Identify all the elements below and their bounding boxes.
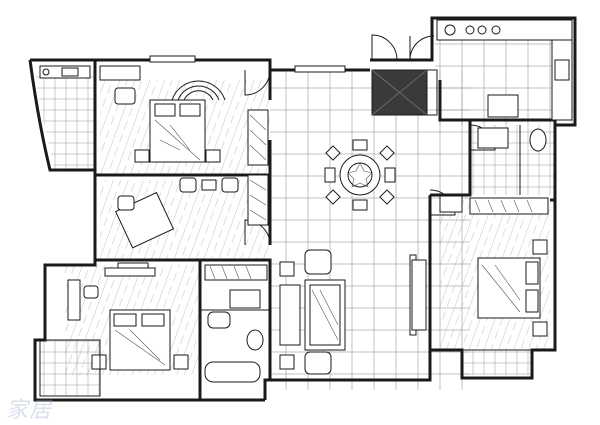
bedroom-right — [439, 195, 549, 337]
washbasin — [207, 311, 231, 329]
window-living — [294, 65, 346, 73]
balcony-left — [39, 65, 91, 79]
bathtub — [204, 361, 261, 383]
bathroom-cabinet — [204, 264, 268, 281]
stair-core — [371, 69, 438, 116]
wardrobe-right — [469, 197, 549, 215]
dining-chairs — [324, 139, 396, 211]
spiral-stair — [171, 80, 226, 101]
study — [115, 174, 269, 249]
bathroom-right — [477, 127, 547, 152]
dining-table — [339, 154, 381, 196]
tv-cabinet — [411, 259, 427, 331]
balcony-left-tiles — [35, 75, 95, 170]
window-top — [149, 55, 196, 63]
bedroom-left — [67, 267, 189, 371]
master-bedroom-door — [244, 69, 271, 96]
master-bedroom — [99, 65, 269, 166]
watermark: 家居 — [6, 398, 53, 423]
kitchen-counter-top — [436, 19, 573, 41]
balcony-bottom-left-tiles — [40, 340, 100, 395]
kitchen-door — [409, 35, 435, 61]
living-dining — [279, 139, 427, 375]
bathroom-center — [204, 264, 268, 383]
sink — [554, 59, 570, 81]
kitchen — [436, 19, 573, 121]
balcony-bottom-right-tiles — [462, 350, 532, 375]
balcony-bottom-left — [39, 339, 101, 397]
armchair-bottom — [304, 351, 332, 375]
sofa — [279, 284, 301, 346]
armchair-master — [114, 87, 136, 105]
balcony-bottom-right — [461, 349, 533, 379]
armchair-top — [304, 249, 332, 275]
toilet — [246, 329, 264, 351]
entry-door — [371, 34, 398, 61]
doors — [244, 34, 496, 246]
study-door — [244, 219, 271, 246]
toilet-right — [529, 128, 547, 152]
